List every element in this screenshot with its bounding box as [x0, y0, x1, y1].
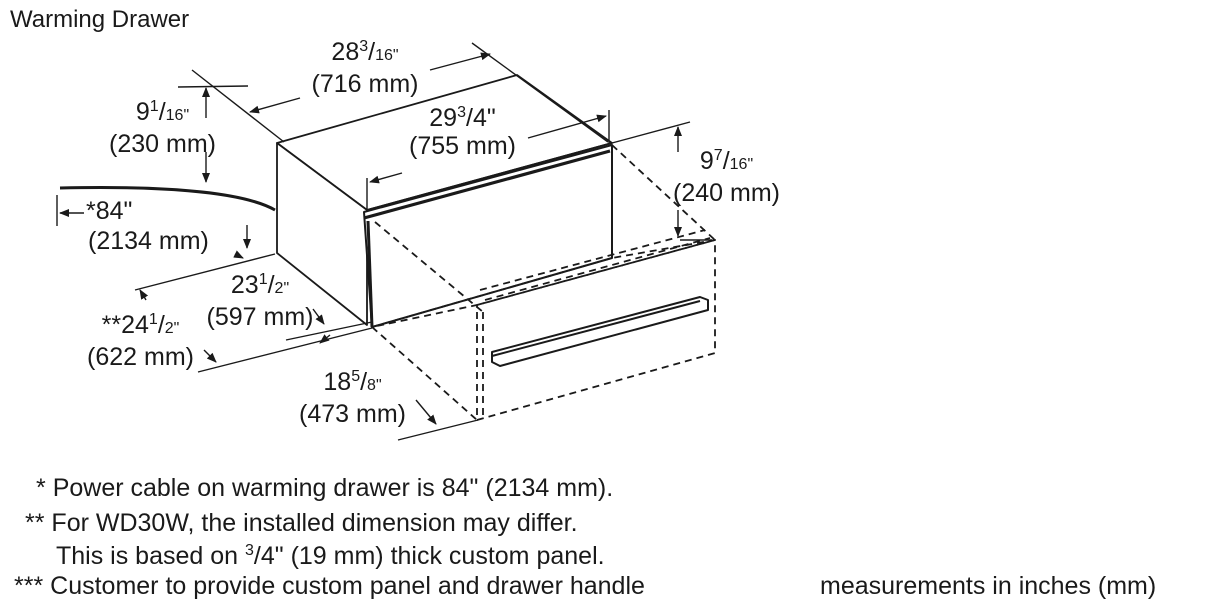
extended-drawer-outline	[371, 144, 716, 421]
note-customer-provided: *** Customer to provide custom panel and…	[14, 572, 645, 600]
dim-body-depth-num: 1	[258, 271, 268, 288]
dim-drawer-extension-whole: 18	[323, 368, 352, 396]
note-3-mark: ***	[14, 572, 44, 600]
dim-panel-height-metric: (240 mm)	[673, 179, 780, 207]
dim-panel-width: 293/4" (755 mm)	[409, 104, 516, 160]
dimension-lines	[56, 42, 712, 441]
note-2b-post: /4" (19 mm) thick custom panel.	[253, 542, 605, 570]
dim-top-depth-num: 3	[359, 38, 369, 55]
note-1-mark: *	[36, 474, 46, 502]
note-custom-panel-thickness: This is based on 3/4" (19 mm) thick cust…	[56, 537, 605, 570]
dim-installed-depth-metric: (622 mm)	[87, 343, 194, 371]
dim-installed-depth-num: 1	[148, 311, 158, 328]
note-2-text: For WD30W, the installed dimension may d…	[51, 509, 578, 537]
drawer-housing	[276, 74, 613, 326]
dim-drawer-extension: 185/8" (473 mm)	[299, 368, 406, 428]
dim-panel-width-metric: (755 mm)	[409, 132, 516, 160]
dim-unit-height-metric: (230 mm)	[109, 130, 216, 158]
dim-top-depth-den: 16"	[375, 47, 399, 64]
dim-panel-height-num: 7	[713, 147, 723, 164]
dim-top-depth-whole: 28	[331, 38, 360, 66]
dim-cable-metric: (2134 mm)	[88, 227, 209, 255]
dim-installed-depth: **241/2" (622 mm)	[87, 311, 194, 371]
dim-panel-height-whole: 9	[699, 147, 714, 175]
dim-unit-height: 91/16" (230 mm)	[109, 98, 216, 158]
dim-panel-width-den: 4"	[472, 104, 496, 132]
dim-body-depth-metric: (597 mm)	[206, 303, 314, 331]
dim-cable-length: *84"	[86, 197, 132, 225]
note-power-cable: * Power cable on warming drawer is 84" (…	[36, 474, 613, 502]
dim-drawer-extension-metric: (473 mm)	[299, 400, 406, 428]
dim-installed-depth-whole: 24	[121, 311, 149, 339]
dim-installed-depth-prefix: **	[101, 311, 122, 339]
dim-unit-height-whole: 9	[135, 98, 150, 126]
drawer-handle	[491, 296, 709, 367]
note-1-text: Power cable on warming drawer is 84" (21…	[52, 474, 614, 502]
dim-installed-depth-den: 2"	[164, 320, 180, 337]
front-panel	[363, 144, 613, 328]
diagram-title: Warming Drawer	[10, 6, 190, 33]
dim-body-depth-whole: 23	[230, 271, 259, 299]
note-installed-dimension: ** For WD30W, the installed dimension ma…	[25, 509, 578, 537]
dim-unit-height-den: 16"	[165, 107, 190, 124]
note-2-mark: **	[25, 509, 45, 537]
note-2b-num: 3	[245, 542, 254, 559]
dim-cable-label: *84"	[86, 197, 133, 225]
units-caption: measurements in inches (mm)	[820, 572, 1157, 600]
dim-panel-height: 97/16" (240 mm)	[673, 147, 780, 207]
dim-unit-height-num: 1	[149, 98, 159, 115]
dim-panel-width-num: 3	[457, 104, 466, 121]
dim-top-depth-metric: (716 mm)	[311, 70, 419, 98]
note-2b-pre: This is based on	[56, 542, 245, 570]
dim-panel-height-den: 16"	[729, 156, 754, 173]
dim-body-depth-den: 2"	[274, 280, 290, 297]
dim-top-depth: 283/16" (716 mm)	[311, 38, 419, 98]
dim-drawer-extension-den: 8"	[367, 377, 382, 394]
dim-body-depth: 231/2" (597 mm)	[206, 271, 314, 331]
dim-drawer-extension-num: 5	[351, 368, 361, 385]
power-cable	[59, 186, 276, 212]
dim-panel-width-whole: 29	[429, 104, 458, 132]
note-3-text: Customer to provide custom panel and dra…	[50, 572, 645, 600]
